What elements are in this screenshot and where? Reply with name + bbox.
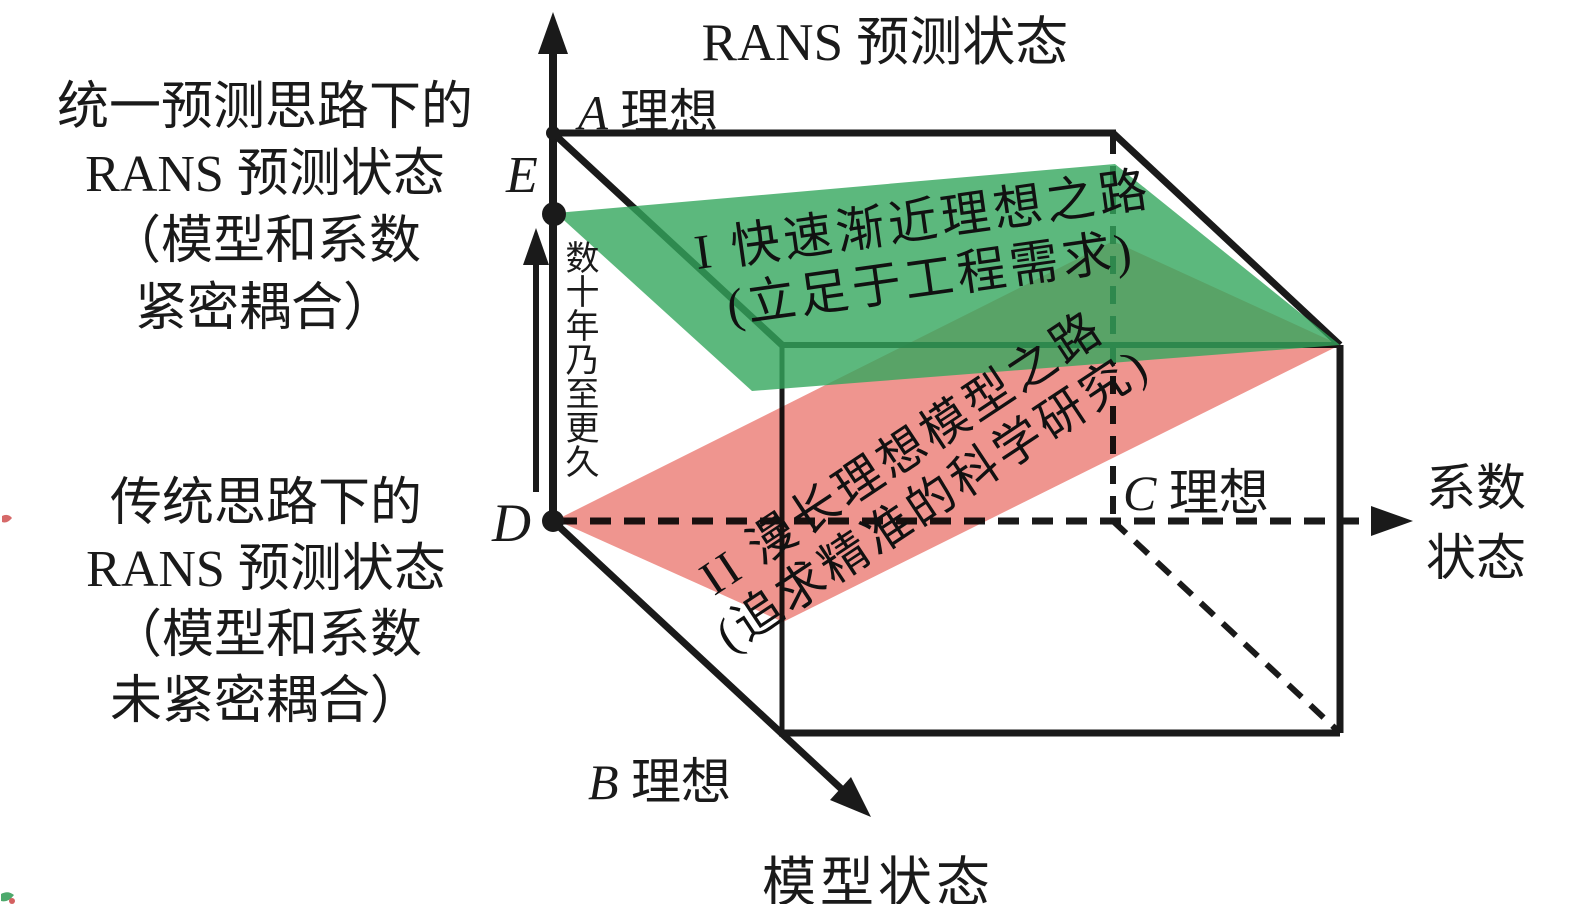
- note-line: 统一预测思路下的: [56, 79, 473, 136]
- traditional-approach-note: 传统思路下的 RANS 预测状态 （模型和系数 未紧密耦合）: [16, 471, 516, 735]
- note-line: RANS 预测状态: [85, 146, 445, 203]
- point-C-label: C 理想: [1123, 453, 1269, 525]
- coefficient-axis-label-line2: 状态: [1426, 530, 1526, 586]
- point-B-label: B 理想: [588, 742, 731, 814]
- cube-edge-bottom-depth-hidden: [1110, 518, 1341, 734]
- note-line: 未紧密耦合）: [109, 673, 422, 730]
- note-line: （模型和系数: [109, 607, 422, 664]
- note-line: 紧密耦合）: [134, 280, 395, 337]
- point-D-dot: [542, 510, 564, 532]
- coefficient-axis-label-line1: 系数: [1426, 460, 1526, 516]
- point-C-suffix: 理想: [1156, 465, 1269, 521]
- model-axis-label: 模型状态: [762, 853, 994, 904]
- time-arrow-arrowhead-icon: [523, 228, 549, 265]
- point-C-letter: C: [1123, 465, 1157, 521]
- note-line: （模型和系数: [108, 213, 421, 270]
- point-E-label: E: [506, 147, 538, 204]
- point-E-dot: [542, 202, 566, 226]
- model-axis-arrowhead-icon: [830, 777, 871, 817]
- point-A-label: A 理想: [578, 73, 718, 144]
- edge-artifact-icon: [1, 892, 14, 902]
- edge-artifact-icon: [9, 898, 15, 904]
- green-plane-path-i: [556, 164, 1340, 391]
- model-axis-line: [550, 518, 852, 799]
- note-line: 传统思路下的: [109, 475, 422, 532]
- point-A-dot: [546, 126, 560, 140]
- point-B-letter: B: [588, 754, 619, 810]
- coefficient-axis-label: 系数 状态: [1420, 453, 1532, 593]
- point-A-suffix: 理想: [607, 85, 719, 140]
- point-D-label: D: [492, 493, 531, 553]
- edge-artifact-icon: [2, 514, 12, 523]
- cube-edge-top-right-depth: [1110, 130, 1343, 348]
- point-B-suffix: 理想: [618, 754, 732, 810]
- coefficient-axis-arrowhead-icon: [1371, 506, 1413, 536]
- point-A-letter: A: [578, 85, 608, 140]
- vertical-axis-title: RANS 预测状态: [701, 14, 1069, 72]
- time-span-label: 数十年乃至更久: [560, 240, 597, 478]
- note-line: RANS 预测状态: [86, 541, 446, 598]
- vertical-axis-arrowhead-icon: [538, 12, 568, 54]
- unified-approach-note: 统一预测思路下的 RANS 预测状态 （模型和系数 紧密耦合）: [15, 74, 515, 342]
